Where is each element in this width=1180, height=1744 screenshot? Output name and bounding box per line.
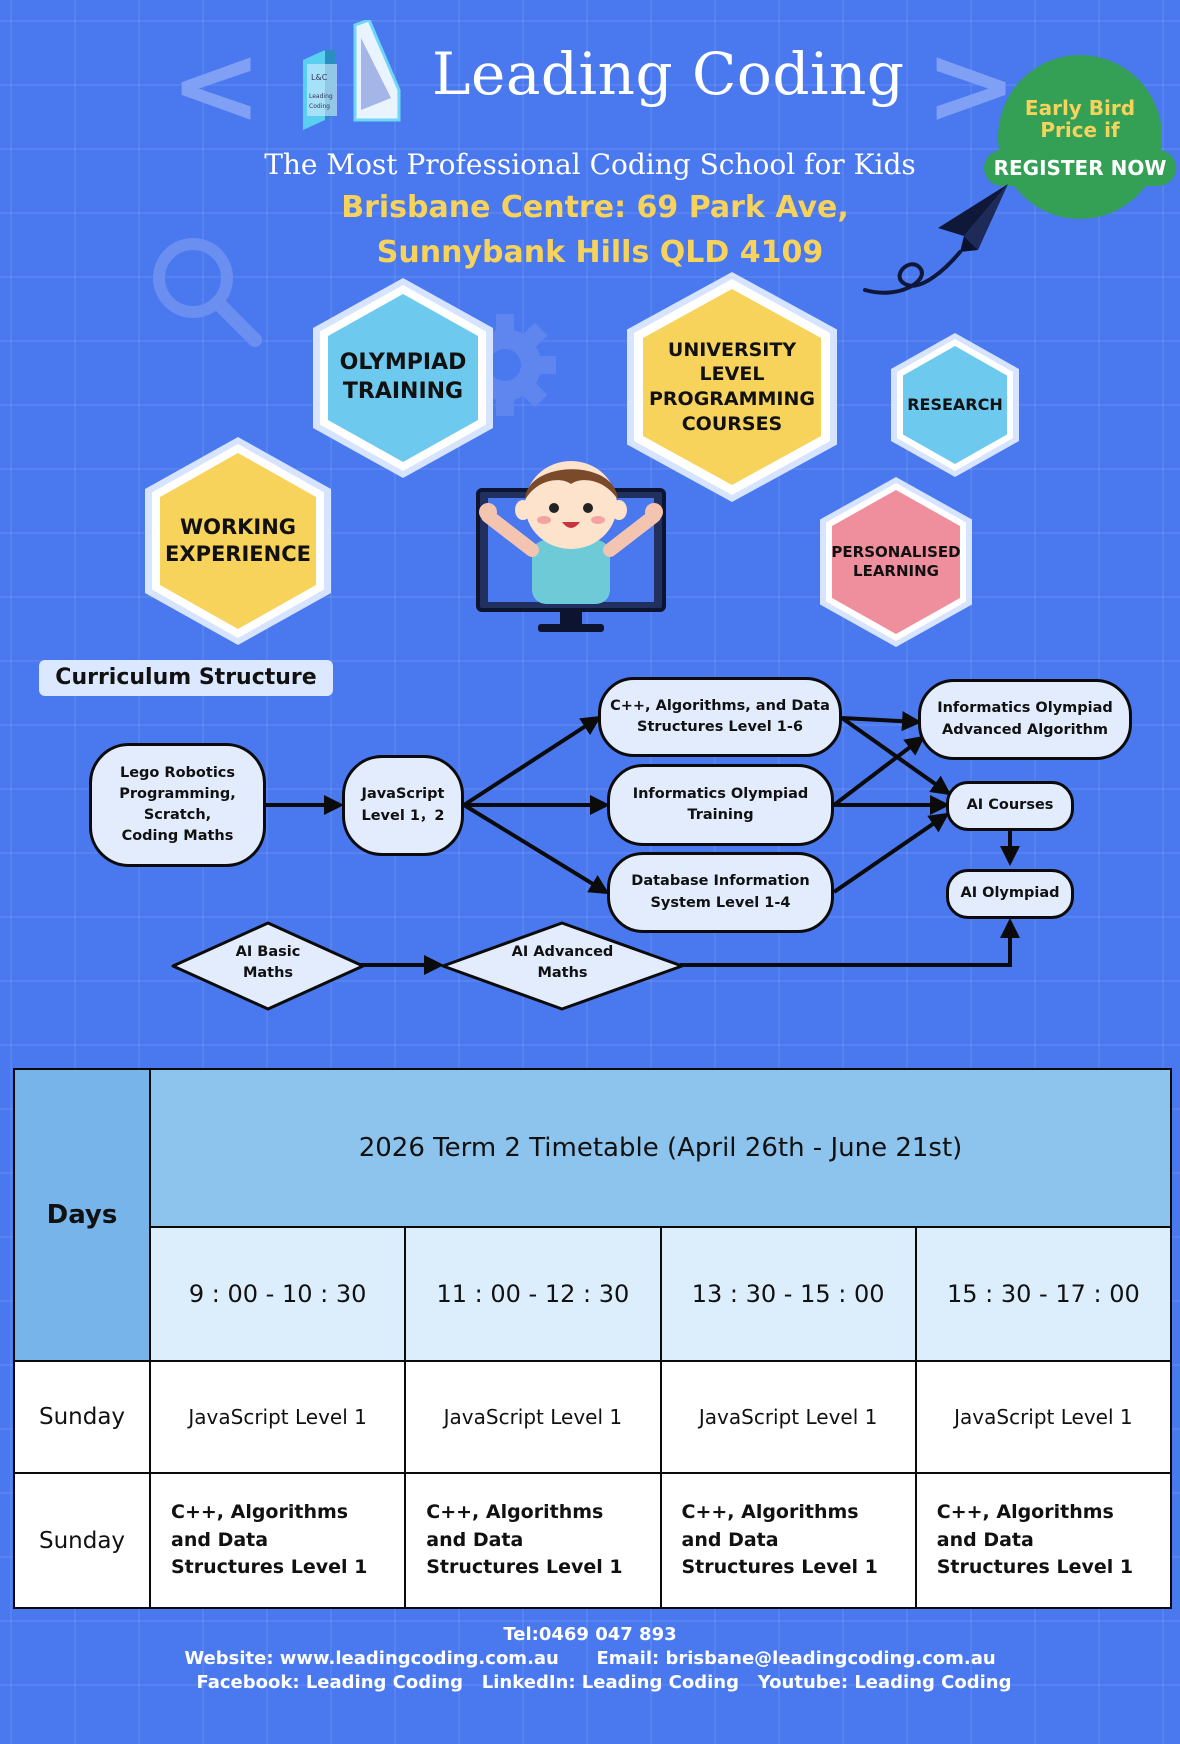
day-cell: Sunday — [13, 1472, 151, 1609]
class-cell: JavaScript Level 1 — [914, 1360, 1173, 1474]
node-database-system: Database Information System Level 1-4 — [607, 852, 834, 933]
chevron-left-icon: < — [170, 21, 263, 149]
tagline: The Most Professional Coding School for … — [264, 148, 916, 181]
olympiad-training-label: OLYMPIAD TRAINING — [339, 350, 467, 404]
class-cell: JavaScript Level 1 — [148, 1360, 407, 1474]
class-cell: JavaScript Level 1 — [404, 1360, 662, 1474]
table-row: Sunday JavaScript Level 1 JavaScript Lev… — [13, 1360, 1173, 1474]
timetable-title: 2026 Term 2 Timetable (April 26th - June… — [149, 1068, 1172, 1228]
research-label: RESEARCH — [907, 394, 1003, 414]
node-ai-courses: AI Courses — [946, 781, 1074, 831]
node-informatics-olympiad-training: Informatics Olympiad Training — [607, 764, 834, 846]
node-ai-advanced-maths: AI Advanced Maths — [511, 944, 614, 982]
time-slot: 9 : 00 - 10 : 30 — [148, 1226, 407, 1362]
time-slot: 15 : 30 - 17 : 00 — [914, 1226, 1173, 1362]
personalised-learning-label: PERSONALISED LEARNING — [831, 542, 961, 581]
curriculum-arrows — [266, 711, 1020, 975]
working-experience-label: WORKING EXPERIENCE — [165, 514, 311, 566]
register-now-button[interactable]: REGISTER NOW — [984, 150, 1176, 186]
node-javascript: JavaScript Level 1，2 — [342, 755, 464, 856]
node-ai-advanced-maths-shape — [441, 921, 684, 1011]
early-bird-text: Early Bird Price if — [998, 97, 1162, 141]
early-bird-line-1: Early Bird — [1024, 96, 1136, 120]
svg-text:L&C: L&C — [311, 73, 328, 82]
node-informatics-olympiad-advanced: Informatics Olympiad Advanced Algorithm — [918, 679, 1132, 760]
early-bird-line-2: Price if — [1040, 118, 1120, 142]
timetable: Days 2026 Term 2 Timetable (April 26th -… — [13, 1068, 1173, 1609]
hex-university-courses: UNIVERSITY LEVEL PROGRAMMING COURSES — [627, 272, 837, 502]
kid-computer-illustration — [476, 461, 666, 632]
early-bird-badge — [998, 55, 1162, 219]
address-line-2: Sunnybank Hills QLD 4109 — [376, 235, 824, 270]
brand-name: Leading Coding — [432, 40, 905, 108]
days-header: Days — [13, 1068, 151, 1362]
hex-personalised-learning: PERSONALISED LEARNING — [820, 477, 972, 647]
node-ai-olympiad: AI Olympiad — [946, 869, 1074, 919]
time-slot: 11 : 00 - 12 : 30 — [404, 1226, 662, 1362]
svg-text:Coding: Coding — [309, 103, 330, 110]
paper-plane-icon — [863, 184, 1008, 295]
node-ai-basic-maths-shape — [171, 921, 365, 1011]
magnifier-icon — [153, 238, 262, 347]
hex-research: RESEARCH — [891, 333, 1019, 477]
svg-text:Leading: Leading — [309, 93, 333, 100]
class-cell: JavaScript Level 1 — [659, 1360, 917, 1474]
node-ai-basic-maths: AI Basic Maths — [235, 944, 301, 982]
time-slot: 13 : 30 - 15 : 00 — [659, 1226, 917, 1362]
day-cell: Sunday — [13, 1360, 151, 1474]
footer-social-links[interactable]: Facebook: Leading Coding LinkedIn: Leadi… — [196, 1672, 1012, 1693]
hex-working-experience: WORKING EXPERIENCE — [145, 437, 331, 645]
university-courses-label: UNIVERSITY LEVEL PROGRAMMING COURSES — [648, 338, 816, 435]
leading-coding-logo: L&C Leading Coding — [303, 20, 401, 130]
hex-olympiad-training: OLYMPIAD TRAINING — [313, 278, 493, 478]
footer-telephone[interactable]: Tel:0469 047 893 — [503, 1624, 677, 1645]
node-lego-robotics: Lego Robotics Programming, Scratch, Codi… — [89, 743, 266, 867]
footer-website-email[interactable]: Website: www.leadingcoding.com.au Email:… — [184, 1648, 996, 1669]
node-cpp-algorithms: C++, Algorithms, and Data Structures Lev… — [598, 677, 842, 757]
address-line-1: Brisbane Centre: 69 Park Ave, — [341, 190, 849, 225]
curriculum-title: Curriculum Structure — [39, 660, 333, 696]
